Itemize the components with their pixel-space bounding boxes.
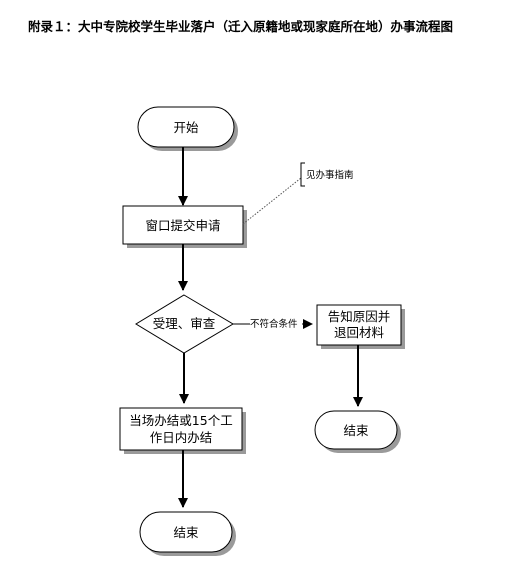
annotation-label: 见办事指南 (306, 169, 354, 181)
edge-not-qualified-label: 不符合条件 (250, 318, 298, 330)
apply-node: 窗口提交申请 (122, 205, 247, 248)
complete-node-label-line2: 作日内办结 (150, 430, 213, 445)
main-end-node: 结束 (139, 511, 236, 556)
start-node-label: 开始 (173, 120, 199, 135)
notify-node-label-line1: 告知原因并 (328, 309, 391, 324)
main-end-node-label: 结束 (173, 525, 199, 540)
apply-node-label: 窗口提交申请 (145, 218, 220, 233)
edge-review-to-notify: 不符合条件 (233, 318, 313, 330)
document-title: 附录１：大中专院校学生毕业落户（迁入原籍地或现家庭所在地）办事流程图 (28, 19, 454, 34)
annotation-dashed-line (242, 177, 302, 225)
annotation-bracket (300, 162, 305, 187)
notify-node: 告知原因并 退回材料 (316, 304, 405, 349)
guide-annotation: 见办事指南 (242, 162, 354, 225)
side-end-node: 结束 (314, 410, 401, 453)
start-node: 开始 (137, 106, 238, 151)
complete-node-label-line1: 当场办结或15个工 (129, 413, 232, 428)
complete-node: 当场办结或15个工 作日内办结 (119, 407, 246, 454)
side-end-node-label: 结束 (343, 423, 369, 438)
review-node: 受理、审查 (135, 294, 234, 354)
review-node-label: 受理、审查 (153, 316, 216, 331)
notify-node-label-line2: 退回材料 (334, 325, 385, 340)
